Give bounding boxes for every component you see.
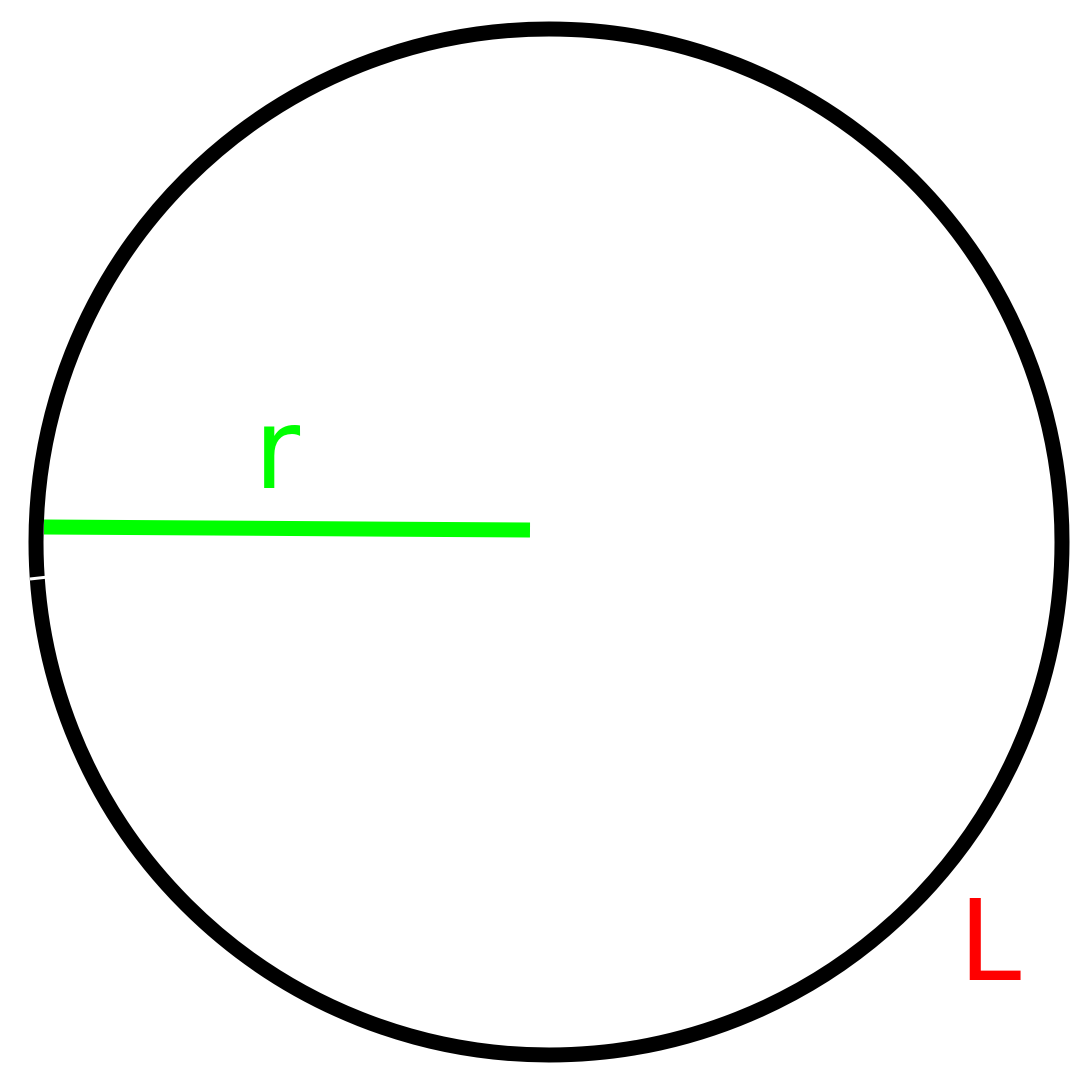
circle-outline bbox=[28, 21, 1070, 1063]
circumference-label: L bbox=[959, 877, 1021, 1007]
circle-break-mark bbox=[29, 575, 49, 581]
radius-line bbox=[43, 519, 531, 538]
radius-label: r bbox=[254, 385, 301, 515]
